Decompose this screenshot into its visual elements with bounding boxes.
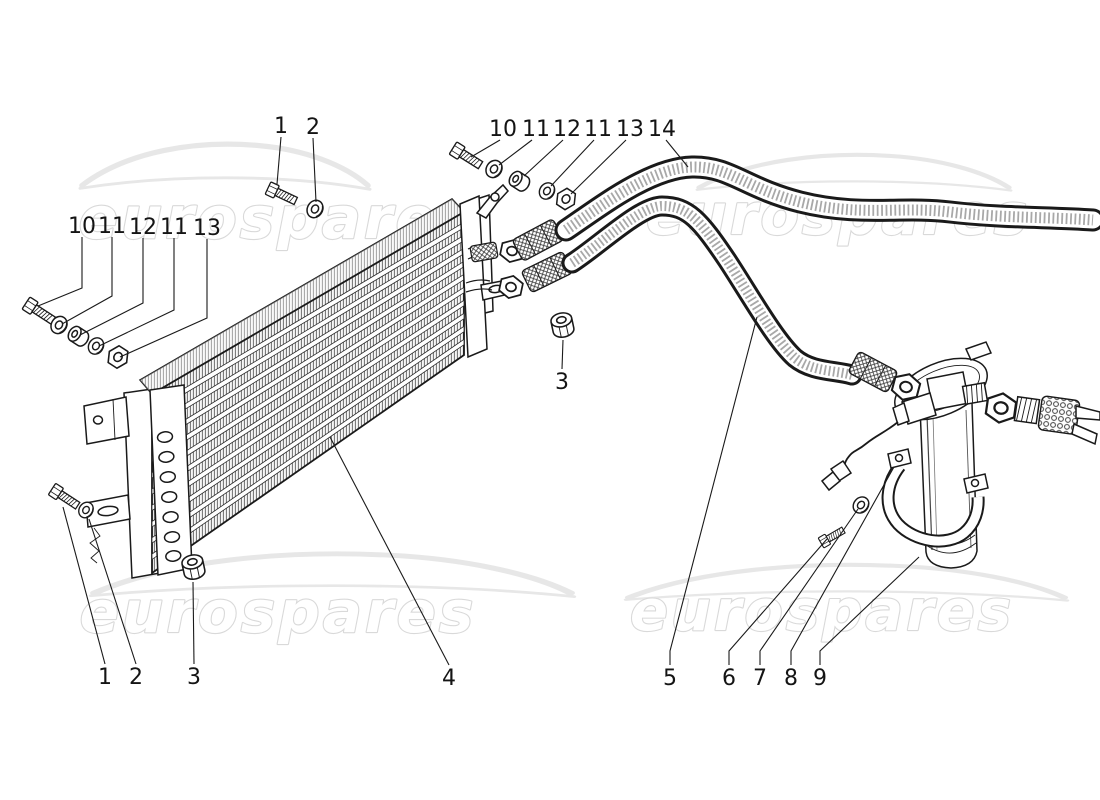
strap-hole (970, 478, 980, 488)
callout-12: 12 (129, 215, 157, 240)
tube-end (159, 471, 177, 484)
leader-line-6 (728, 538, 828, 665)
tube-end (165, 549, 182, 562)
leader-line-12 (79, 238, 144, 336)
leader-line-13 (119, 239, 208, 358)
wire-connector-tip (820, 470, 842, 492)
callout-11: 11 (160, 215, 188, 240)
hose-stub-prong (1071, 422, 1098, 446)
callout-2: 2 (306, 115, 320, 140)
bottle-bottom-rim (925, 542, 977, 554)
callout-13: 13 (616, 117, 644, 142)
radiator-tube (151, 299, 465, 512)
radiator-tube (151, 312, 465, 528)
pressure-switch-cap (892, 401, 910, 426)
leader-line-14 (665, 139, 689, 168)
radiator-left-upper-tab (83, 396, 130, 445)
upper-elbow-crimp (469, 241, 499, 263)
leader-line-3 (561, 339, 564, 370)
tab-hole (92, 415, 104, 425)
leader-line-1 (62, 506, 106, 665)
mounting-strap (881, 448, 989, 548)
hose-lines (554, 155, 1100, 386)
callout-1: 1 (274, 114, 288, 139)
radiator-right-end-plate (459, 194, 488, 359)
leader-line-7 (759, 508, 859, 665)
radiator-tube (151, 325, 465, 544)
callout-11: 11 (584, 117, 612, 142)
tab-hole (490, 192, 500, 202)
plug-threads (1013, 395, 1041, 425)
hose-stub-prong (1075, 405, 1100, 421)
radiator-tubes (151, 221, 465, 561)
tube-end (156, 430, 174, 444)
plate-tab (964, 341, 993, 361)
leader-line-11 (498, 139, 533, 166)
leader-line-10 (470, 139, 501, 158)
leader-line-11 (550, 139, 595, 187)
callout-10: 10 (68, 214, 96, 239)
leader-line-2 (88, 518, 137, 665)
leader-line-9 (819, 556, 920, 665)
leader-line-1 (276, 136, 282, 185)
receiver-drier (817, 341, 1100, 569)
callout-3: 3 (555, 370, 569, 395)
callout-6: 6 (722, 666, 736, 691)
callout-11: 11 (98, 214, 126, 239)
hose-5-end-ferrule (848, 351, 898, 393)
callout-14: 14 (648, 117, 676, 142)
leader-line-10 (37, 237, 83, 307)
hose-5 (561, 195, 863, 386)
tube-end (158, 450, 175, 463)
radiator-tube (151, 338, 465, 561)
callout-3: 3 (187, 665, 201, 690)
tab-slot (97, 505, 119, 517)
callout-9: 9 (813, 666, 827, 691)
watermark-text-bottom-left: eurospares (80, 578, 477, 646)
callout-2: 2 (129, 665, 143, 690)
callout-1: 1 (98, 665, 112, 690)
spring-clip (89, 527, 101, 564)
leader-line-11 (98, 238, 175, 347)
leader-line-11 (61, 237, 113, 325)
hose-14 (554, 155, 1100, 242)
leader-line-13 (570, 139, 627, 195)
callout-13: 13 (193, 216, 221, 241)
lower-outlet-pipe (465, 279, 493, 293)
condenser-radiator (83, 183, 573, 579)
watermark-text-bottom-right: eurospares (630, 579, 1014, 644)
tube-end (163, 530, 181, 544)
tube-end (160, 490, 178, 503)
top-band-highlight (140, 199, 464, 394)
tee-threaded-stub (961, 381, 989, 406)
leader-line-8 (790, 466, 895, 665)
callout-4: 4 (442, 666, 456, 691)
callout-12: 12 (553, 117, 581, 142)
callout-8: 8 (784, 666, 798, 691)
callout-5: 5 (663, 666, 677, 691)
leader-line-5 (669, 316, 758, 665)
leader-line-3 (192, 581, 195, 665)
callout-11: 11 (522, 117, 550, 142)
leader-line-4 (329, 436, 450, 666)
strap-hole (894, 453, 904, 463)
leader-line-2 (312, 137, 317, 203)
leader-line-12 (523, 139, 564, 177)
radiator-right-upper-tab (475, 183, 509, 219)
callout-7: 7 (753, 666, 767, 691)
callout-10: 10 (489, 117, 517, 142)
tube-end (162, 511, 179, 524)
